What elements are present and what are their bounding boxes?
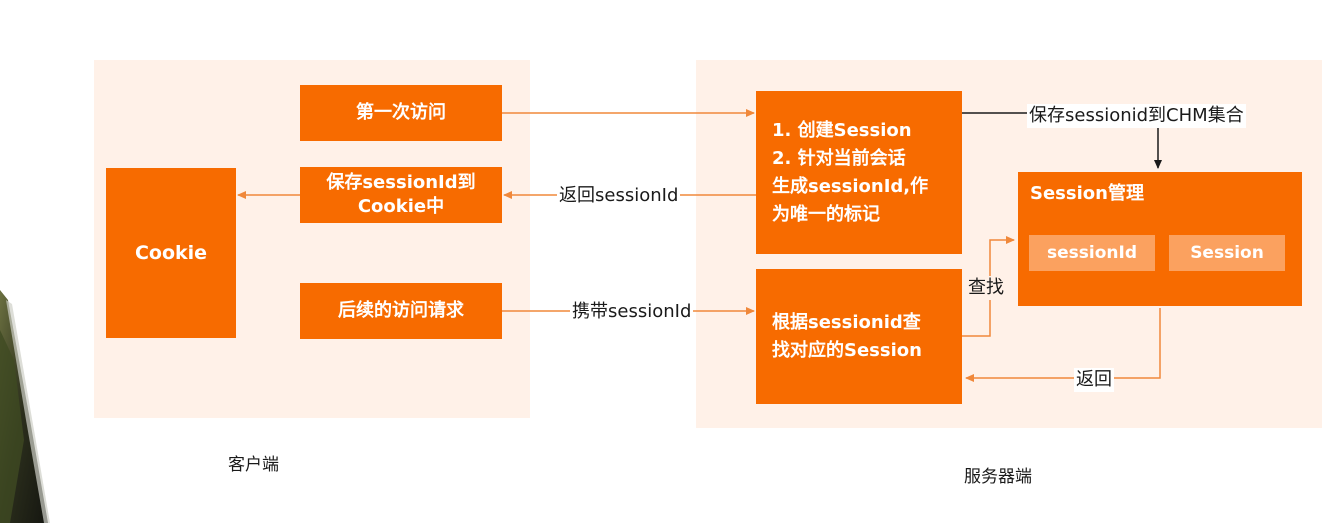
edge-return	[965, 308, 1161, 382]
first-visit-label: 第一次访问	[356, 102, 446, 123]
label-save-chm: 保存sessionid到CHM集合	[1027, 104, 1246, 128]
cookie-box: Cookie	[106, 168, 236, 338]
session-cell-label: Session	[1190, 243, 1264, 263]
label-return: 返回	[1074, 368, 1114, 392]
create-session-line-4: 为唯一的标记	[772, 203, 880, 225]
session-id-cell-label: sessionId	[1047, 243, 1137, 263]
lookup-line-1: 根据sessionid查	[772, 311, 921, 333]
save-cookie-line-1: 保存sessionId到	[326, 172, 476, 193]
save-cookie-line-2: Cookie中	[357, 196, 445, 217]
create-session-line-1: 1. 创建Session	[772, 119, 912, 141]
first-visit-box: 第一次访问	[300, 85, 502, 141]
save-cookie-box: 保存sessionId到 Cookie中	[300, 167, 502, 223]
server-caption: 服务器端	[964, 467, 1032, 487]
later-request-box: 后续的访问请求	[300, 283, 502, 339]
create-session-line-3: 生成sessionId,作	[772, 175, 929, 197]
create-session-box: 1. 创建Session 2. 针对当前会话 生成sessionId,作 为唯一…	[756, 91, 962, 254]
session-cell: Session	[1169, 235, 1285, 271]
label-return-session-id: 返回sessionId	[557, 184, 681, 208]
session-manager-title: Session管理	[1030, 183, 1144, 204]
label-carry-session-id: 携带sessionId	[570, 300, 694, 324]
session-id-cell: sessionId	[1029, 235, 1155, 271]
client-caption: 客户端	[228, 455, 279, 475]
create-session-line-2: 2. 针对当前会话	[772, 147, 906, 169]
label-find: 查找	[966, 276, 1006, 300]
later-request-label: 后续的访问请求	[338, 300, 464, 321]
lookup-line-2: 找对应的Session	[772, 339, 922, 361]
cookie-label: Cookie	[134, 242, 208, 264]
lookup-session-box: 根据sessionid查 找对应的Session	[756, 269, 962, 404]
